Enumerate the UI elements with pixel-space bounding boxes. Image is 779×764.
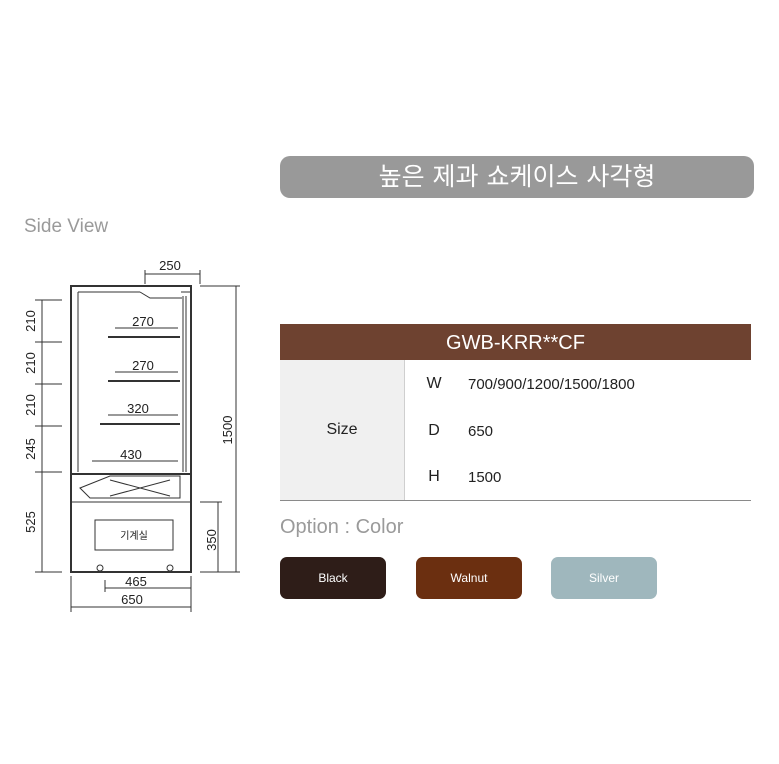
dim-height-2: 210 xyxy=(23,352,38,374)
side-view-label: Side View xyxy=(24,216,109,237)
side-view-drawing: 250 270 270 320 430 기계실 465 650 210 210 … xyxy=(23,258,240,612)
dim-height-total: 1500 xyxy=(220,416,235,445)
machine-room-box xyxy=(94,519,174,551)
dim-shelf-1: 270 xyxy=(132,314,154,329)
machine-room-label: 기계실 xyxy=(120,530,148,542)
cabinet-outline xyxy=(70,285,192,573)
color-swatch-silver[interactable]: Silver xyxy=(551,557,657,599)
dim-bottom-total: 650 xyxy=(121,592,143,607)
spec-key-d: D xyxy=(428,422,440,439)
spec-value-h: 1500 xyxy=(468,469,502,486)
dim-height-3: 210 xyxy=(23,394,38,416)
color-label-black: Black xyxy=(318,571,348,585)
size-label: Size xyxy=(326,421,358,438)
spec-key-w: W xyxy=(426,375,442,392)
dim-top-width: 250 xyxy=(159,258,181,273)
dim-height-4: 245 xyxy=(23,438,38,460)
spec-value-w: 700/900/1200/1500/1800 xyxy=(468,376,635,393)
option-title: Option : Color xyxy=(280,516,404,538)
dim-shelf-4: 430 xyxy=(120,447,142,462)
spec-value-d: 650 xyxy=(468,423,494,440)
color-swatch-walnut[interactable]: Walnut xyxy=(416,557,522,599)
color-label-walnut: Walnut xyxy=(450,571,488,585)
color-label-silver: Silver xyxy=(588,571,619,585)
page-title: 높은 제과 쇼케이스 사각형 xyxy=(280,156,754,198)
dim-shelf-3: 320 xyxy=(127,401,149,416)
dim-bottom-inner: 465 xyxy=(125,574,147,589)
dim-machine-height: 350 xyxy=(204,529,219,551)
model-header: GWB-KRR**CF xyxy=(280,324,751,360)
dim-height-5: 525 xyxy=(23,511,38,533)
dim-shelf-2: 270 xyxy=(132,358,154,373)
dim-height-1: 210 xyxy=(23,310,38,332)
spec-key-h: H xyxy=(428,468,440,485)
spec-table: Size W 700/900/1200/1500/1800 D 650 H 15… xyxy=(280,360,751,501)
color-swatch-black[interactable]: Black xyxy=(280,557,386,599)
size-cell: Size xyxy=(280,360,405,500)
